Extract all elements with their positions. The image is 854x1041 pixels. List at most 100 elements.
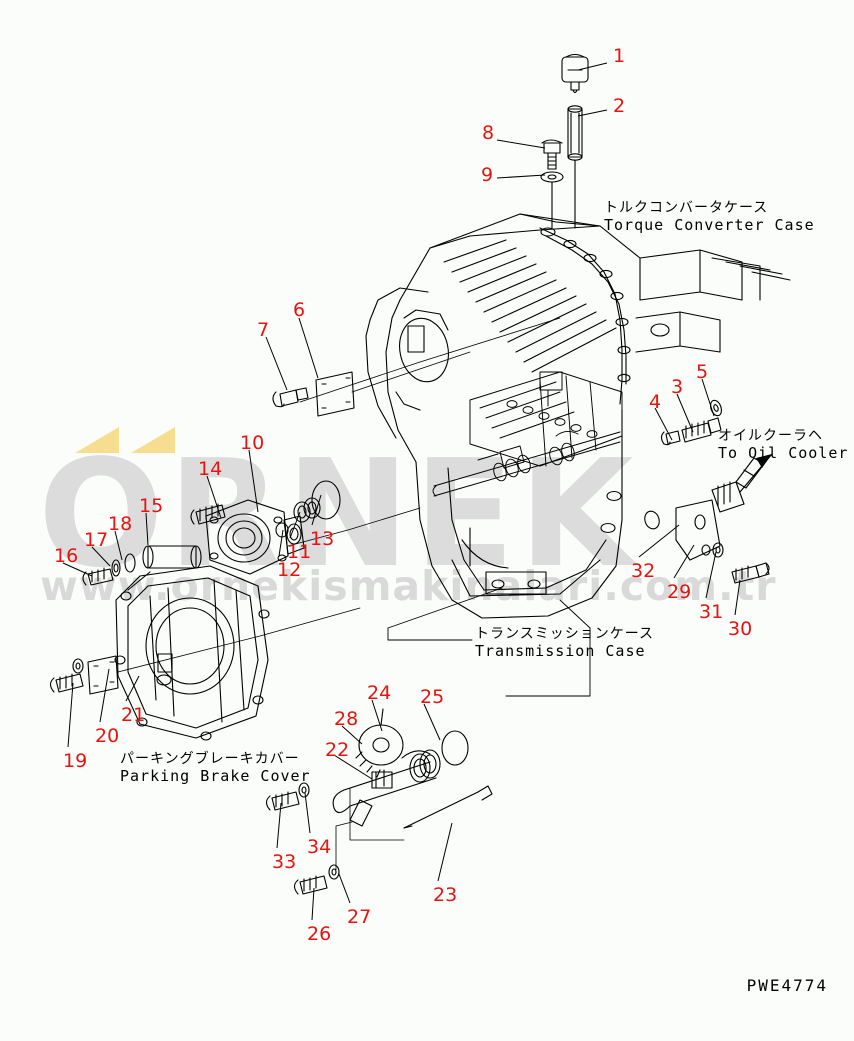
callout-33: 33 — [272, 851, 297, 873]
part-24-shaft-end — [380, 708, 384, 726]
part-31-washer — [712, 542, 724, 558]
leader-line-33 — [276, 802, 282, 849]
leader-line-34 — [304, 792, 311, 834]
callout-14: 14 — [198, 458, 223, 480]
transmission-case-leader-bracket — [387, 587, 591, 697]
part-7-bolt — [272, 387, 309, 408]
leader-line-14 — [206, 475, 222, 519]
callout-5: 5 — [696, 361, 709, 383]
part-20-washer — [72, 658, 84, 674]
leader-line-10 — [248, 449, 259, 513]
callout-19: 19 — [63, 750, 88, 772]
leader-line-24 — [371, 699, 383, 732]
leader-line-16 — [62, 562, 93, 577]
callout-20: 20 — [95, 725, 120, 747]
part-34-washer — [298, 782, 310, 798]
callout-9: 9 — [481, 164, 494, 186]
leader-line-19 — [67, 682, 74, 748]
callout-32: 32 — [631, 560, 656, 582]
leader-line-17 — [91, 546, 111, 567]
callout-13: 13 — [310, 528, 335, 550]
part-25-oring — [441, 730, 469, 766]
leader-line-23 — [437, 822, 453, 882]
leader-line-6 — [298, 317, 319, 379]
part-8-bolt — [541, 139, 563, 170]
part-30-bolt — [731, 562, 770, 584]
callout-4: 4 — [649, 391, 662, 413]
leader-line-29 — [673, 544, 695, 579]
leader-line-27 — [338, 873, 351, 904]
part-33-bolt — [265, 791, 300, 811]
part-27-washer — [328, 864, 340, 880]
callout-29: 29 — [667, 581, 692, 603]
part-21-plate — [87, 655, 119, 695]
caption-jp-torque-converter-case: トルクコンバータケース — [604, 200, 769, 216]
callout-6: 6 — [293, 299, 306, 321]
leader-line-9 — [496, 174, 546, 179]
leader-line-8 — [496, 139, 546, 149]
callout-7: 7 — [257, 319, 270, 341]
caption-en-parking-brake-cover: Parking Brake Cover — [120, 766, 311, 785]
caption-jp-to-oil-cooler: オイルクーラヘ — [718, 428, 823, 444]
callout-16: 16 — [54, 545, 79, 567]
leader-line-2 — [577, 109, 608, 117]
callout-17: 17 — [84, 529, 109, 551]
to-oil-cooler-arrow — [739, 453, 773, 493]
callout-26: 26 — [307, 923, 332, 945]
callout-3: 3 — [671, 376, 684, 398]
parking-brake-cover-body — [114, 565, 270, 741]
part-13-oring — [311, 480, 341, 520]
callout-8: 8 — [482, 122, 495, 144]
leader-line-3 — [676, 393, 694, 433]
leader-line-1 — [577, 62, 608, 71]
callout-12: 12 — [277, 559, 302, 581]
torque-converter-case-body — [365, 213, 641, 463]
leader-line-5 — [701, 378, 715, 417]
caption-en-transmission-case: Transmission Case — [475, 641, 646, 660]
transmission-rear-extension — [635, 249, 791, 353]
callout-31: 31 — [699, 601, 724, 623]
part-19-bolt — [49, 673, 84, 693]
leader-line-20 — [99, 668, 110, 723]
part-32-ball — [644, 510, 660, 530]
callout-24: 24 — [367, 682, 392, 704]
callout-18: 18 — [108, 513, 133, 535]
leader-line-21 — [125, 675, 140, 702]
callout-28: 28 — [334, 708, 359, 730]
coupling-rings — [401, 749, 441, 783]
drawing-number: PWE4774 — [746, 976, 828, 995]
caption-jp-transmission-case: トランスミッションケース — [475, 626, 655, 642]
leader-line-4 — [654, 407, 673, 441]
part-23-dipstick — [403, 785, 493, 829]
part-26-bolt — [293, 875, 328, 895]
callout-15: 15 — [139, 495, 164, 517]
caption-en-torque-converter-case: Torque Converter Case — [604, 215, 815, 234]
part-18-oring — [124, 553, 136, 573]
leader-line-32 — [638, 524, 680, 558]
part-22-tube — [332, 761, 437, 814]
leader-line-11 — [289, 511, 301, 539]
leader-line-30 — [734, 579, 741, 616]
callout-11: 11 — [287, 541, 312, 563]
leader-line-25 — [423, 703, 441, 741]
part-6-plate — [315, 371, 355, 417]
part-2-tube — [567, 105, 583, 229]
leader-line-18 — [114, 530, 123, 561]
callout-23: 23 — [433, 884, 458, 906]
leader-line-12 — [278, 529, 284, 557]
callout-30: 30 — [728, 618, 753, 640]
caption-jp-parking-brake-cover: パーキングブレーキカバー — [120, 751, 300, 767]
transmission-case-body — [415, 371, 623, 619]
leader-line-28 — [341, 725, 363, 745]
part-17-washer — [111, 559, 121, 577]
callout-1: 1 — [613, 45, 626, 67]
leader-line-13 — [311, 494, 322, 526]
callout-25: 25 — [420, 686, 445, 708]
part-4-pin — [660, 430, 681, 446]
callout-2: 2 — [613, 95, 626, 117]
